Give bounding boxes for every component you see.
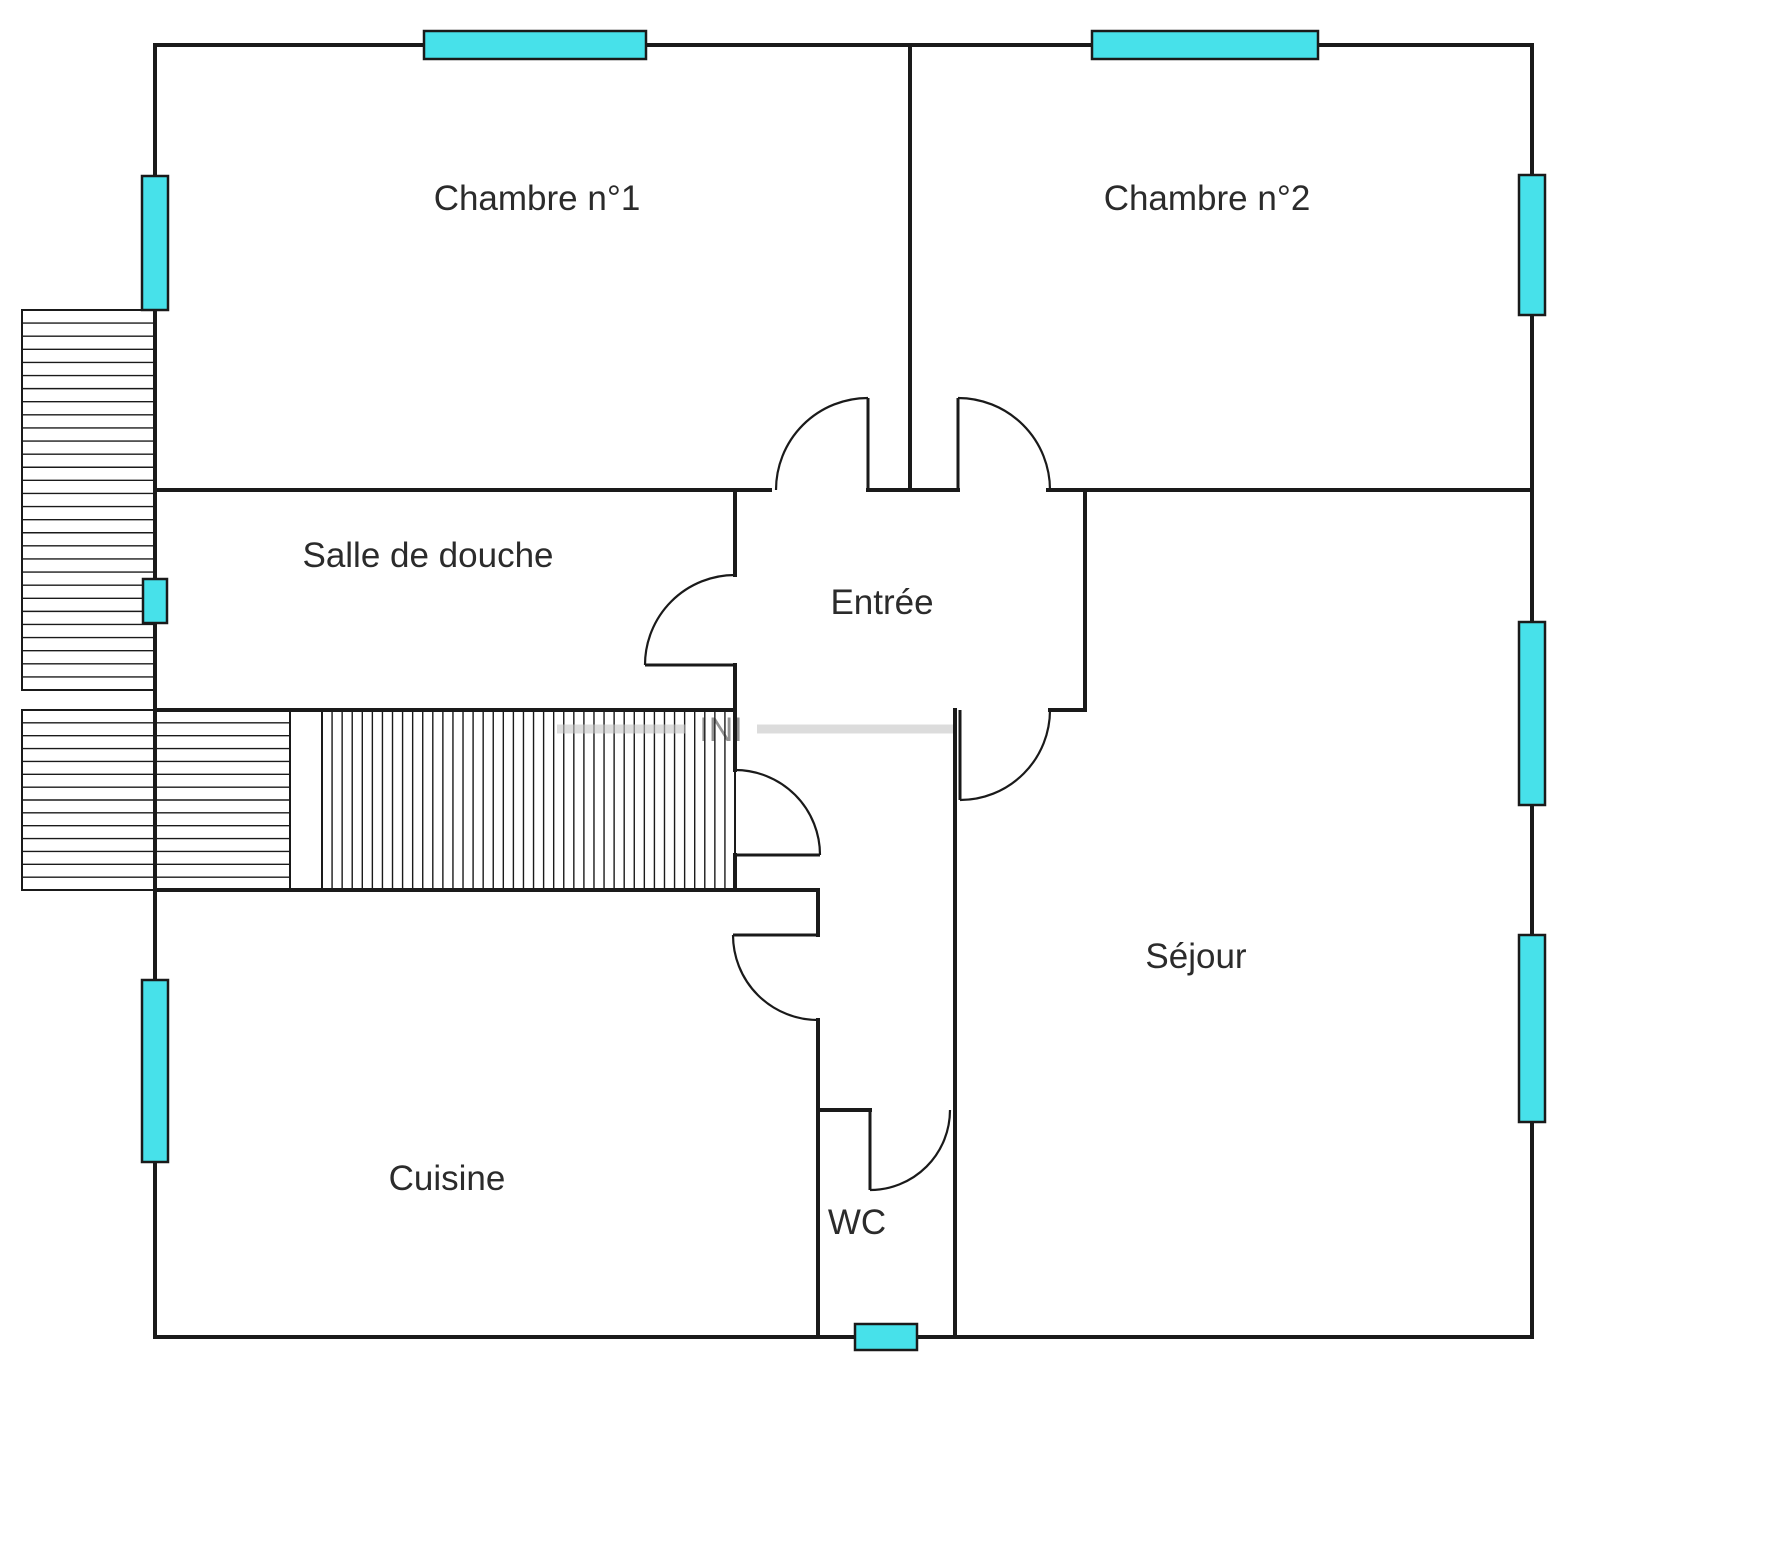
walls [153, 43, 1534, 1339]
door-cuisine-swing-arc [731, 934, 819, 1022]
room-label-cuisine: Cuisine [389, 1159, 506, 1198]
window-top-chambre1 [422, 29, 648, 61]
door-escalier-swing-arc [734, 768, 822, 856]
door-salle-de-douche-swing-arc [643, 573, 736, 666]
room-label-chambre-2: Chambre n°2 [1104, 179, 1311, 218]
room-label-entree: Entrée [830, 583, 933, 622]
hatch-areas [21, 309, 736, 891]
room-labels: Chambre n°1 Chambre n°2 Salle de douche … [302, 179, 1310, 1242]
door-chambre1-swing-arc [774, 396, 869, 491]
room-label-salle-de-douche: Salle de douche [302, 536, 553, 575]
interior-staircase-outline [321, 709, 736, 891]
door-wc-swing-arc [869, 1109, 952, 1192]
window-left-chambre1 [140, 174, 170, 312]
window-left-stairwell [141, 577, 169, 625]
window-right-sejour-lower [1517, 933, 1547, 1124]
room-label-chambre-1: Chambre n°1 [434, 179, 641, 218]
exterior-stairs-upper-outline [21, 309, 156, 691]
window-right-chambre2 [1517, 173, 1547, 317]
windows [140, 29, 1547, 1352]
window-bottom-wc [853, 1322, 919, 1352]
doors [643, 396, 1052, 1192]
door-sejour-swing-arc [959, 709, 1052, 802]
watermark: INI [557, 711, 956, 749]
room-label-wc: WC [828, 1203, 886, 1242]
window-left-cuisine [140, 978, 170, 1164]
window-top-chambre2 [1090, 29, 1320, 61]
door-chambre2-swing-arc [957, 396, 1052, 491]
room-label-sejour: Séjour [1145, 937, 1247, 976]
window-right-sejour-upper [1517, 620, 1547, 807]
